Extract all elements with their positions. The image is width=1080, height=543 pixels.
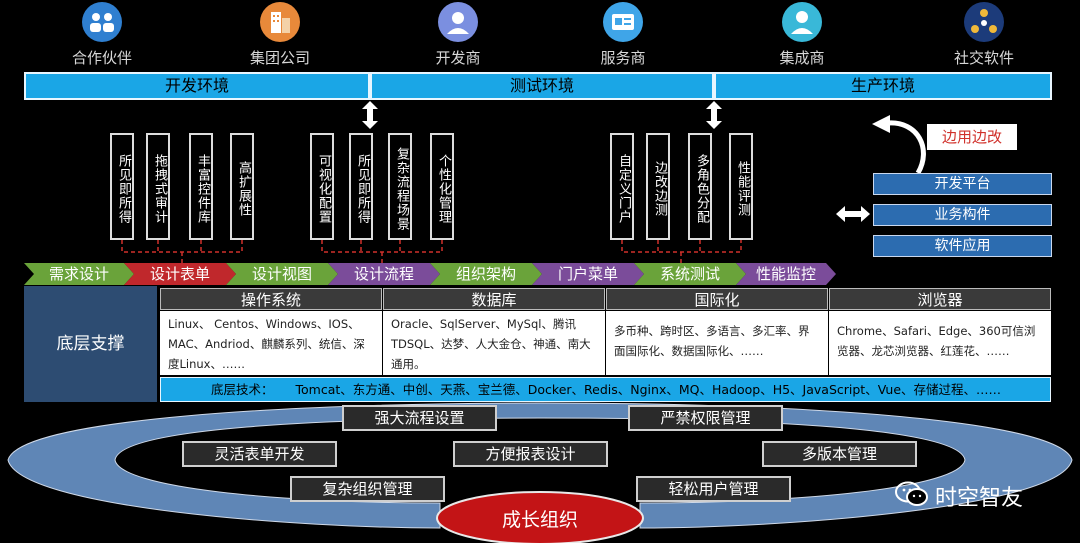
- wechat-icon: [895, 481, 928, 506]
- step-view: 设计视图: [226, 263, 338, 285]
- edit-while-use-tag: 边用边改: [927, 124, 1017, 150]
- feature-drag-audit: 拖拽式审计: [146, 133, 170, 240]
- cycle-arrow-icon: [872, 115, 926, 175]
- tech-label: 底层技术：: [211, 382, 274, 397]
- feature-custom-portal: 自定义门户: [610, 133, 634, 240]
- i18n-body: 多币种、跨时区、多语言、多汇率、界面国际化、数据国际化、……: [606, 311, 828, 375]
- step-requirement: 需求设计: [24, 263, 134, 285]
- browser-body: Chrome、Safari、Edge、360可信浏览器、龙芯浏览器、红莲花、……: [829, 311, 1051, 375]
- dev-platform-box: 开发平台: [873, 173, 1052, 195]
- feature-extensible: 高扩展性: [230, 133, 254, 240]
- feature-visual-config: 可视化配置: [310, 133, 334, 240]
- step-monitor: 性能监控: [736, 263, 836, 285]
- cap-flow-settings: 强大流程设置: [342, 405, 497, 431]
- feature-personalize: 个性化管理: [430, 133, 454, 240]
- service-provider-label: 服务商: [600, 49, 646, 67]
- cap-org-manage: 复杂组织管理: [290, 476, 445, 502]
- core-ellipse: [436, 491, 644, 543]
- partners-icon: [82, 2, 122, 42]
- feature-edit-test: 边改边测: [646, 133, 670, 240]
- cap-form-dev: 灵活表单开发: [182, 441, 337, 467]
- partners-label: 合作伙伴: [71, 49, 132, 67]
- building-icon: [260, 2, 300, 42]
- core-label: 成长组织: [501, 509, 578, 531]
- os-head: 操作系统: [160, 288, 382, 310]
- feature-connectors: [121, 240, 742, 264]
- feature-controls: 丰富控件库: [189, 133, 213, 240]
- step-portal: 门户菜单: [532, 263, 644, 285]
- db-head: 数据库: [383, 288, 605, 310]
- updown-arrow-icon: [362, 101, 378, 129]
- env-dev: 开发环境: [24, 72, 370, 100]
- step-org: 组织架构: [430, 263, 542, 285]
- step-test: 系统测试: [634, 263, 746, 285]
- integrator-icon: [782, 2, 822, 42]
- feature-multi-role: 多角色分配: [688, 133, 712, 240]
- feature-wysiwyg: 所见即所得: [110, 133, 134, 240]
- integrator-label: 集成商: [779, 49, 825, 67]
- browser-head: 浏览器: [829, 288, 1051, 310]
- double-arrow-icon: [836, 206, 870, 222]
- software-app-box: 软件应用: [873, 235, 1052, 257]
- foundation-title: 底层支撑: [24, 286, 157, 402]
- i18n-head: 国际化: [606, 288, 828, 310]
- service-card-icon: [603, 2, 643, 42]
- tech-bar: 底层技术： Tomcat、东方通、中创、天燕、宝兰德、Docker、Redis、…: [160, 377, 1051, 402]
- feature-complex-flow: 复杂流程场景: [388, 133, 412, 240]
- os-body: Linux、 Centos、Windows、IOS、MAC、Andriod、麒麟…: [160, 311, 382, 375]
- social-icon: [964, 2, 1004, 42]
- cap-version: 多版本管理: [762, 441, 917, 467]
- business-component-box: 业务构件: [873, 204, 1052, 226]
- social-software-label: 社交软件: [953, 49, 1014, 67]
- developer-label: 开发商: [435, 49, 481, 67]
- cap-report-design: 方便报表设计: [453, 441, 608, 467]
- watermark-text: 时空智友: [935, 486, 1024, 511]
- feature-wysiwyg-2: 所见即所得: [349, 133, 373, 240]
- tech-list: Tomcat、东方通、中创、天燕、宝兰德、Docker、Redis、Nginx、…: [295, 382, 1002, 397]
- developer-icon: [438, 2, 478, 42]
- step-flow: 设计流程: [328, 263, 440, 285]
- env-test: 测试环境: [370, 72, 714, 100]
- cap-user-manage: 轻松用户管理: [636, 476, 791, 502]
- db-body: Oracle、SqlServer、MySql、腾讯TDSQL、达梦、人大金仓、神…: [383, 311, 605, 375]
- group-company-label: 集团公司: [249, 49, 310, 67]
- env-prod: 生产环境: [714, 72, 1052, 100]
- updown-arrow-icon: [706, 101, 722, 129]
- feature-perf-eval: 性能评测: [729, 133, 753, 240]
- cap-permission: 严禁权限管理: [628, 405, 783, 431]
- step-form: 设计表单: [124, 263, 236, 285]
